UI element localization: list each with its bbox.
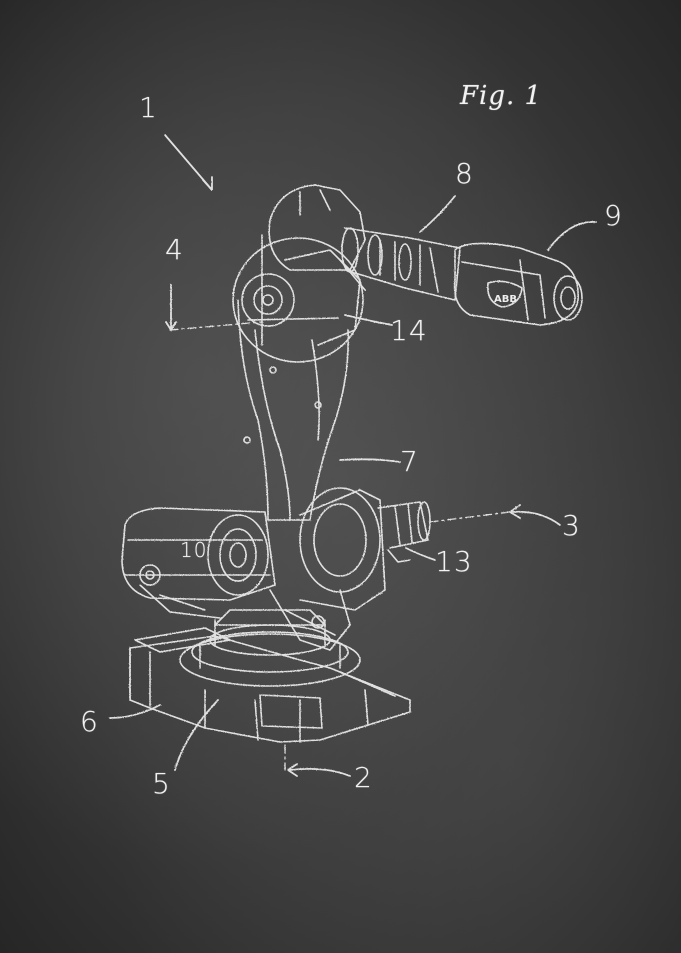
abb-logo: ABB — [494, 294, 517, 305]
figure-title: Fig. 1 — [460, 81, 543, 111]
base-plate — [129, 627, 411, 743]
lower-joint — [269, 487, 386, 651]
upper-joint-14 — [232, 184, 366, 363]
upper-arm-8 — [341, 227, 461, 301]
label-14: 14 — [390, 314, 428, 347]
label-8: 8 — [455, 157, 474, 190]
label-4: 4 — [165, 233, 184, 266]
label-3: 3 — [562, 509, 581, 542]
turntable — [179, 609, 361, 687]
label-13: 13 — [435, 545, 473, 578]
axis-motor-13 — [377, 501, 431, 563]
counterweight-motor — [121, 507, 276, 619]
leader-lines — [109, 134, 597, 777]
label-5: 5 — [152, 767, 171, 800]
lower-arm-7 — [237, 299, 349, 521]
label-9: 9 — [604, 199, 623, 232]
label-2: 2 — [354, 761, 373, 794]
wrist-9 — [453, 242, 583, 326]
label-10: 10 — [180, 538, 208, 562]
label-1: 1 — [139, 91, 158, 124]
label-7: 7 — [400, 445, 419, 478]
axis-lines — [169, 321, 511, 771]
label-6: 6 — [80, 705, 99, 738]
